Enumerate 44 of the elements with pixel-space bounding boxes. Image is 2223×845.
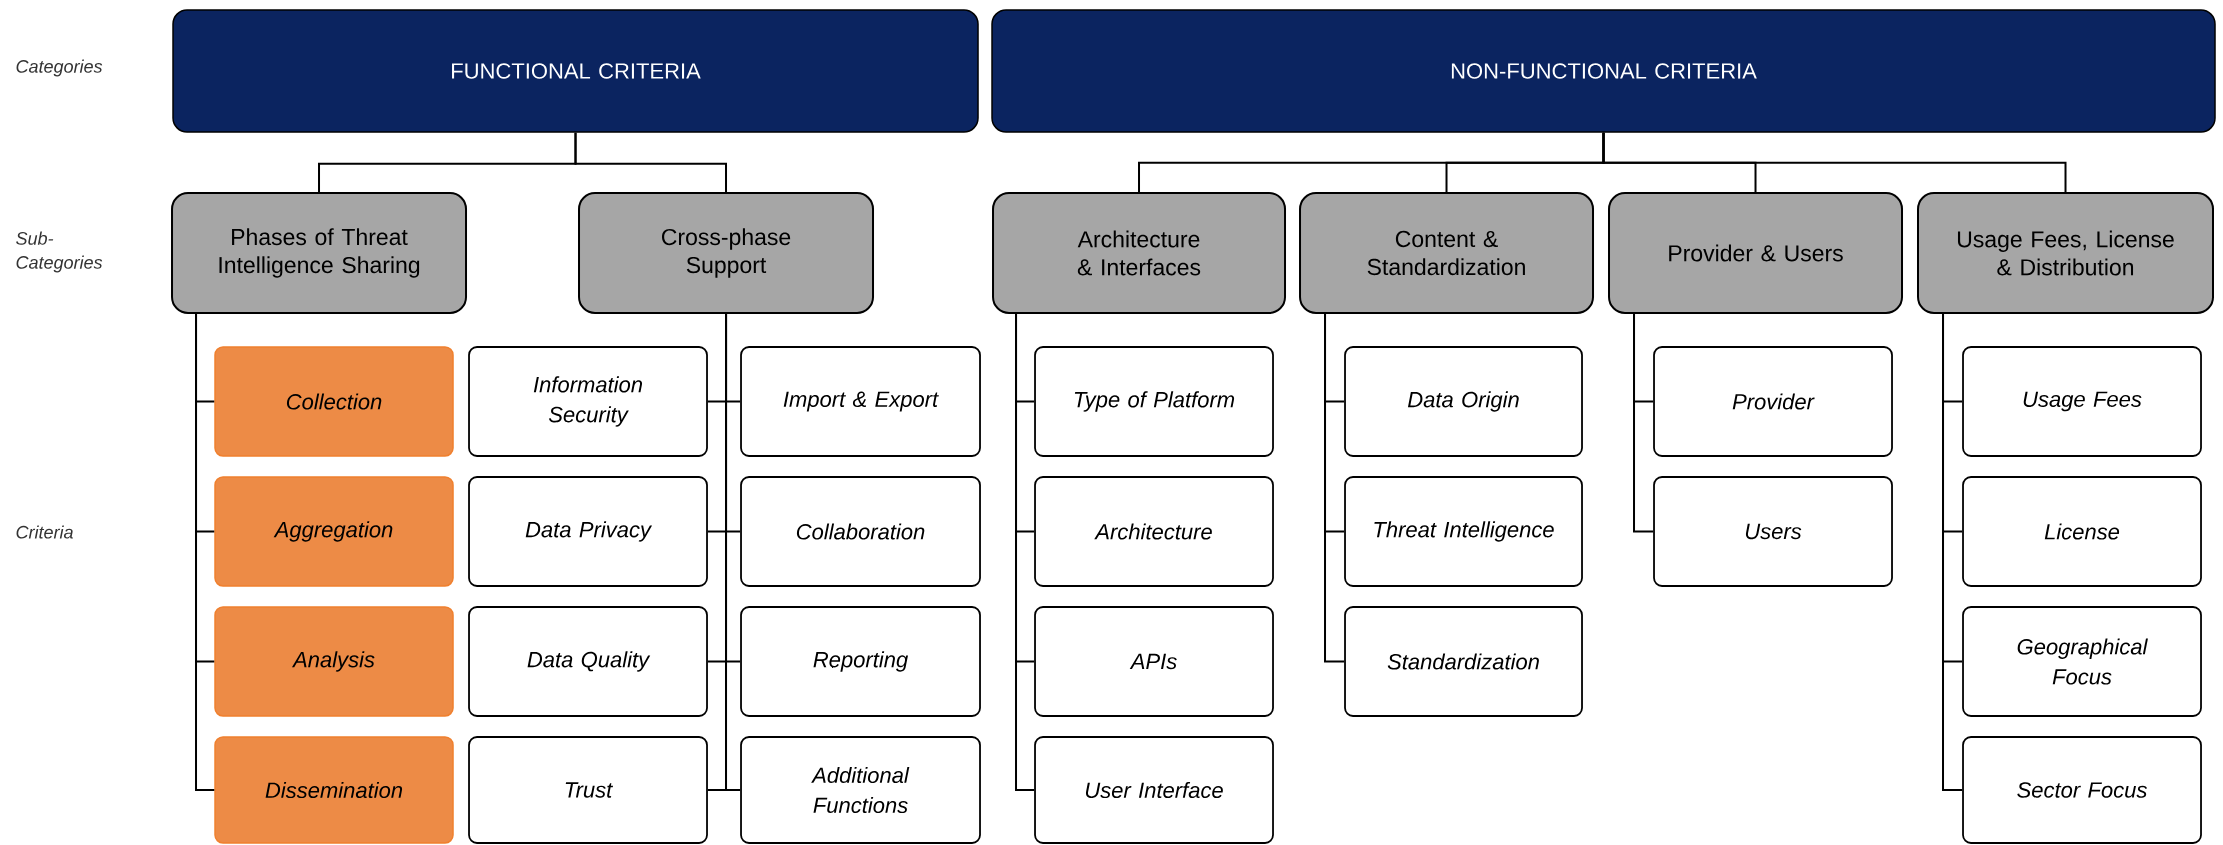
- subcategory-box: Usage Fees, License & Distribution: [1917, 192, 2214, 314]
- criterion-box: Threat Intelligence: [1344, 476, 1583, 587]
- criterion-box: Information Security: [468, 346, 708, 457]
- phase-box: Dissemination: [214, 736, 454, 844]
- connector-line: [195, 313, 216, 791]
- criterion-box: Import & Export: [740, 346, 981, 457]
- criterion-box: Data Privacy: [468, 476, 708, 587]
- subcategory-box: Content & Standardization: [1299, 192, 1594, 314]
- subcategory-box: Phases of Threat Intelligence Sharing: [171, 192, 467, 314]
- criterion-box: Additional Functions: [740, 736, 981, 844]
- criterion-box: Trust: [468, 736, 708, 844]
- connector-line: [1324, 313, 1346, 663]
- connector-line: [1942, 313, 1964, 791]
- category-box: FUNCTIONAL CRITERIA: [172, 9, 979, 133]
- criterion-box: Sector Focus: [1962, 736, 2202, 844]
- criterion-box: User Interface: [1034, 736, 1274, 844]
- connector-line: [574, 131, 727, 193]
- criterion-box: Collaboration: [740, 476, 981, 587]
- criterion-box: APIs: [1034, 606, 1274, 717]
- criterion-box: Standardization: [1344, 606, 1583, 717]
- criterion-box: Geographical Focus: [1962, 606, 2202, 717]
- criterion-box: Users: [1653, 476, 1893, 587]
- criterion-box: Type of Platform: [1034, 346, 1274, 457]
- phase-box: Analysis: [214, 606, 454, 717]
- row-label: Sub- Categories: [16, 231, 103, 273]
- criterion-box: Reporting: [740, 606, 981, 717]
- phase-box: Collection: [214, 346, 454, 457]
- criterion-box: Data Quality: [468, 606, 708, 717]
- row-label: Criteria: [16, 525, 73, 539]
- connector-line: [1602, 131, 2067, 193]
- connector-line: [1015, 313, 1036, 791]
- category-box: NON-FUNCTIONAL CRITERIA: [991, 9, 2216, 133]
- connector-line: [725, 313, 742, 791]
- subcategory-box: Architecture & Interfaces: [992, 192, 1286, 314]
- row-label: Categories: [16, 59, 103, 77]
- criterion-box: Usage Fees: [1962, 346, 2202, 457]
- criterion-box: License: [1962, 476, 2202, 587]
- phase-box: Aggregation: [214, 476, 454, 587]
- subcategory-box: Cross-phase Support: [578, 192, 874, 314]
- subcategory-box: Provider & Users: [1608, 192, 1903, 314]
- criterion-box: Data Origin: [1344, 346, 1583, 457]
- criterion-box: Architecture: [1034, 476, 1274, 587]
- connector-line: [1633, 313, 1655, 533]
- criterion-box: Provider: [1653, 346, 1893, 457]
